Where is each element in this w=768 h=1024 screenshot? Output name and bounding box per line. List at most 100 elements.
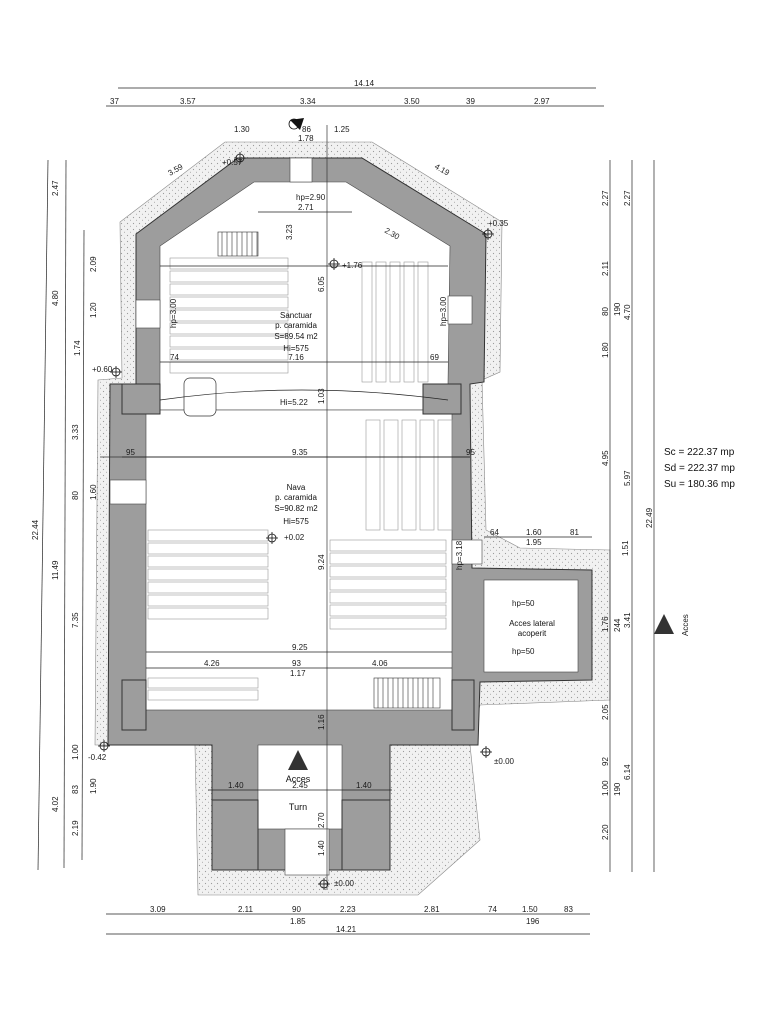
- corner-nw: [121, 383, 161, 415]
- tower-depth3: 2.70: [317, 812, 326, 828]
- right-o1: 2.27: [623, 190, 632, 206]
- top-seg-5: 39: [466, 97, 475, 106]
- tower-access: Acces: [286, 774, 311, 784]
- summary-sd: Sd = 222.37 mp: [664, 463, 735, 474]
- tower-depth2: 1.40: [317, 840, 326, 856]
- nave-area: S=90.82 m2: [274, 504, 318, 513]
- pew-nave-left: [147, 568, 269, 581]
- pew-nave-right: [329, 552, 447, 565]
- sanctuary-width: 7.16: [288, 353, 304, 362]
- left-o7: 4.02: [51, 796, 60, 812]
- right-i6: 1.51: [621, 540, 630, 556]
- side-entry-label: Acces: [681, 614, 690, 636]
- arch-line: [159, 389, 449, 401]
- stairs-nave: [373, 677, 441, 709]
- side-entry-arrow-icon: [654, 614, 674, 634]
- left-s1: 1.20: [89, 302, 98, 318]
- arch-step: 1.03: [317, 388, 326, 404]
- pew-sanctuary-left: [169, 348, 289, 361]
- nave-split-left: 4.26: [204, 659, 220, 668]
- left-o1: 2.47: [51, 180, 60, 196]
- pew-nave-right: [329, 604, 447, 617]
- pew-sanctuary-left: [169, 335, 289, 348]
- level-nave: +0.02: [284, 533, 305, 542]
- bottom-seg-5: 2.81: [424, 905, 440, 914]
- tower-depth1: 1.16: [317, 714, 326, 730]
- window-n: [289, 157, 313, 183]
- right-o4: 3.41: [623, 612, 632, 628]
- pew-sanctuary-right: [389, 261, 401, 383]
- sanctuary-right-off: 69: [430, 353, 439, 362]
- porch-d1: 64: [490, 528, 499, 537]
- right-i3: 80: [601, 307, 610, 316]
- pew-sanctuary-right: [417, 261, 429, 383]
- pew-nave-left: [147, 607, 269, 620]
- bottom-seg-6: 74: [488, 905, 497, 914]
- porch-d3: 81: [570, 528, 579, 537]
- nave-finish: p. caramida: [275, 493, 317, 502]
- pulpit: [183, 377, 217, 417]
- nave-width: 9.35: [292, 448, 308, 457]
- pew-nave-side: [419, 419, 435, 531]
- left-total: 22.44: [31, 519, 40, 540]
- top-seg-1: 37: [110, 97, 119, 106]
- pew-nave-right: [329, 539, 447, 552]
- north-lower: 1.78: [298, 134, 314, 143]
- stairs-sanctuary: [217, 231, 259, 257]
- window-w2: [109, 479, 147, 505]
- apse-width: 2.71: [298, 203, 314, 212]
- level-se: ±0.00: [494, 757, 515, 766]
- pew-sanctuary-right: [403, 261, 415, 383]
- apse-hp: hp=2.90: [296, 193, 326, 202]
- bottom-seg-8: 83: [564, 905, 573, 914]
- nave-depth: 9.24: [317, 554, 326, 570]
- right-i1: 2.27: [601, 190, 610, 206]
- top-seg-4: 3.50: [404, 97, 420, 106]
- bottom-seg-7: 1.50: [522, 905, 538, 914]
- right-i2: 2.11: [601, 260, 610, 276]
- right-i10: 1.00: [601, 780, 610, 796]
- level-markers: [98, 152, 494, 890]
- top-seg-6: 2.97: [534, 97, 550, 106]
- bottom-seg-4: 2.23: [340, 905, 356, 914]
- sanctuary-area: S=89.54 m2: [274, 332, 318, 341]
- pews: [147, 257, 453, 701]
- tower-name: Turn: [289, 802, 307, 812]
- pew-sanctuary-left: [169, 309, 289, 322]
- top-dimension-chain: [106, 87, 604, 107]
- level-entry: ±0.00: [334, 879, 355, 888]
- level-w-side: +0.60: [92, 365, 113, 374]
- nave-split-mid2: 1.17: [290, 669, 306, 678]
- pew-sanctuary-left: [169, 257, 289, 270]
- left-i6: 2.19: [71, 820, 80, 836]
- pew-nave-left: [147, 581, 269, 594]
- left-o2: 4.80: [51, 290, 60, 306]
- right-s2: 244: [613, 618, 622, 632]
- bottom-dimension-chain: [106, 913, 590, 935]
- pew-nave-side: [383, 419, 399, 531]
- corner-se: [451, 679, 475, 731]
- pew-sanctuary-right: [375, 261, 387, 383]
- pew-nave-side: [437, 419, 453, 531]
- pew-nave-back: [147, 677, 259, 689]
- top-seg-2: 3.57: [180, 97, 196, 106]
- corner-sw: [121, 679, 147, 731]
- window-e1: [447, 295, 473, 325]
- porch-d2: 1.60: [526, 528, 542, 537]
- pew-nave-right: [329, 578, 447, 591]
- pew-sanctuary-left: [169, 296, 289, 309]
- bottom-seg-1: 3.09: [150, 905, 166, 914]
- right-i11: 2.20: [601, 824, 610, 840]
- pew-nave-side: [365, 419, 381, 531]
- north-right: 1.25: [334, 125, 350, 134]
- left-i7: 1.90: [89, 778, 98, 794]
- right-o2: 4.70: [623, 304, 632, 320]
- bottom-total: 14.21: [336, 925, 357, 934]
- arch-height: Hi=5.22: [280, 398, 308, 407]
- sanctuary-hp-right: hp=3.00: [439, 296, 448, 326]
- level-sanct: +1.76: [342, 261, 363, 270]
- sanctuary-hp-left: hp=3.00: [169, 298, 178, 328]
- pew-sanctuary-left: [169, 322, 289, 335]
- sanctuary-left-off: 74: [170, 353, 179, 362]
- level-nw: +0.57: [222, 158, 243, 167]
